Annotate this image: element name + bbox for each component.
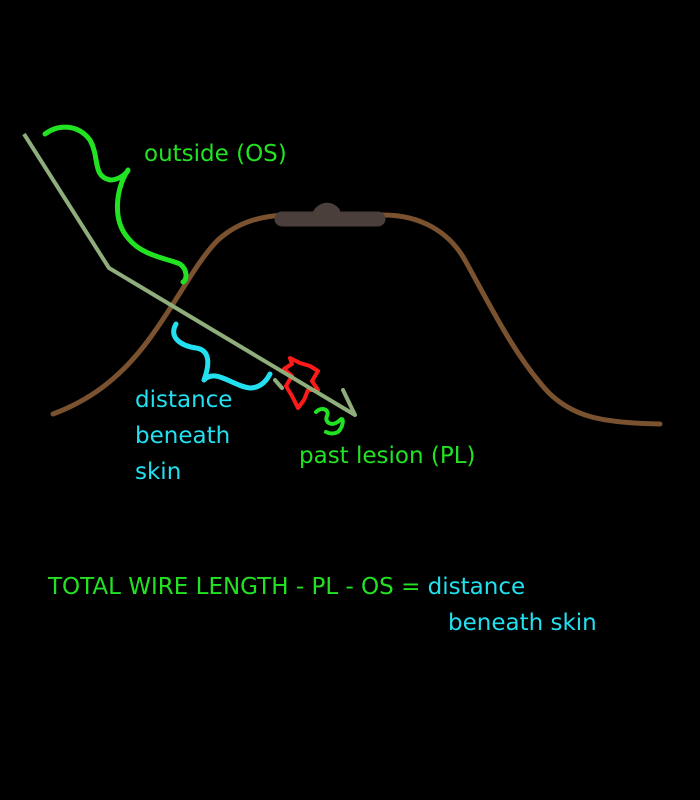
formula-rhs-line-2: beneath skin <box>448 610 597 636</box>
label-outside-os: outside (OS) <box>144 141 287 167</box>
lesion-bump <box>312 202 340 222</box>
formula-line-1: TOTAL WIRE LENGTH - PL - OS = distance <box>48 569 597 605</box>
lesion-marker <box>282 356 320 410</box>
formula-lhs: TOTAL WIRE LENGTH - PL - OS = <box>48 574 428 600</box>
formula-rhs-line-1: distance <box>427 574 526 600</box>
pl-squiggle <box>314 407 345 436</box>
dbs-brace <box>171 321 273 391</box>
label-dbs-line-3: skin <box>135 459 182 485</box>
wire-hook <box>273 378 357 417</box>
wire <box>22 132 357 417</box>
os-brace <box>42 124 189 285</box>
label-past-lesion-pl: past lesion (PL) <box>299 443 476 469</box>
label-dbs-line-1: distance <box>135 387 233 413</box>
formula: TOTAL WIRE LENGTH - PL - OS = distance b… <box>48 569 597 641</box>
label-distance-beneath-skin: distance beneath skin <box>135 382 232 490</box>
label-dbs-line-2: beneath <box>135 423 231 449</box>
